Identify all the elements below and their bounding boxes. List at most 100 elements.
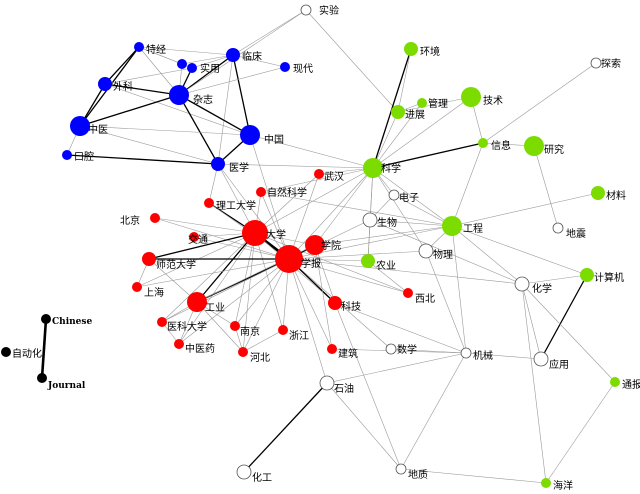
edge-tejing-waike (104, 46, 140, 85)
label-shiyan: 实验 (319, 4, 339, 17)
node-shifan[interactable] (142, 252, 156, 266)
node-xueyuan[interactable] (305, 235, 325, 255)
node-yanjiu[interactable] (524, 136, 544, 156)
edge-chinese-journal (40, 318, 48, 379)
node-linchuang[interactable] (226, 48, 240, 62)
node-zidonghua[interactable] (1, 347, 11, 357)
node-guanli[interactable] (417, 98, 427, 108)
node-dianzi[interactable] (388, 189, 400, 201)
node-tejing[interactable] (134, 42, 144, 52)
edge-yixue-daxue (217, 163, 256, 234)
node-ziran[interactable] (256, 187, 266, 197)
node-bluetop[interactable] (177, 59, 187, 69)
node-hebei[interactable] (238, 347, 248, 357)
node-wuhan[interactable] (314, 169, 324, 179)
node-kouqiang[interactable] (62, 150, 72, 160)
edge-xibei-daxue (254, 232, 409, 294)
node-jisuanji[interactable] (580, 268, 594, 282)
node-jixie[interactable] (460, 347, 472, 359)
node-shuxue[interactable] (385, 343, 397, 355)
edge-bluetop-tejing (138, 46, 183, 65)
label-xueyuan: 学院 (321, 239, 341, 252)
node-zhongyiyao[interactable] (174, 339, 184, 349)
edge-zhongyi-zhongguo (79, 125, 251, 136)
edge-daxue-zhejiang (254, 232, 284, 331)
edge-tejing-linchuang (138, 46, 234, 56)
edge-jishu-kexue (372, 96, 472, 169)
label-ziran: 自然科学 (267, 186, 307, 199)
edge-shiyou-xuebao (288, 258, 328, 384)
node-haiyang[interactable] (541, 478, 551, 488)
node-huagong[interactable] (236, 464, 252, 480)
node-nanjing[interactable] (230, 321, 240, 331)
label-cailiao: 材料 (606, 189, 626, 202)
label-zhongguo: 中国 (264, 133, 284, 146)
edge-kexue-daxue (254, 167, 374, 234)
label-xibei: 西北 (415, 293, 435, 305)
node-yike[interactable] (157, 317, 167, 327)
edge-huaxue-xuebao (288, 258, 523, 285)
node-gongcheng[interactable] (442, 216, 462, 236)
edge-tejing-zazhi (138, 46, 180, 96)
node-dizhi[interactable] (395, 463, 407, 475)
edge-wuli-jixie (425, 250, 467, 354)
label-xuebao: 学报 (301, 257, 321, 270)
node-shiyou[interactable] (319, 375, 335, 391)
node-dizhen[interactable] (552, 222, 564, 234)
node-shengwu[interactable] (362, 212, 378, 228)
node-zhongyi[interactable] (70, 116, 90, 136)
node-jiaotong[interactable] (189, 232, 199, 242)
edge-zhongguo-kexue (249, 134, 374, 169)
label-nongye: 农业 (376, 259, 396, 272)
node-yixue[interactable] (211, 157, 225, 171)
node-ligong[interactable] (204, 198, 214, 208)
node-chinese[interactable] (41, 314, 51, 324)
node-journal[interactable] (37, 373, 47, 383)
label-hebei: 河北 (250, 352, 270, 364)
edge-waike-zhongguo (104, 83, 251, 136)
node-tanso[interactable] (590, 57, 602, 69)
node-shanghai[interactable] (132, 282, 142, 292)
node-tongbao[interactable] (610, 377, 620, 387)
node-zhejiang[interactable] (278, 325, 288, 335)
node-gongye[interactable] (187, 292, 207, 312)
edge-xiandai-zazhi (178, 66, 286, 96)
node-xibei[interactable] (403, 288, 413, 298)
label-jianzhu: 建筑 (338, 347, 358, 360)
node-xuebao[interactable] (275, 245, 303, 273)
edge-linchuang-yixue (217, 54, 234, 165)
node-shiyan[interactable] (300, 4, 312, 16)
node-keji[interactable] (328, 296, 342, 310)
node-waike[interactable] (98, 77, 112, 91)
edge-gongcheng-jixie (451, 225, 467, 354)
node-beijing[interactable] (150, 213, 160, 223)
edge-kouqiang-yixue (66, 154, 219, 165)
node-kexue[interactable] (363, 158, 383, 178)
node-nongye[interactable] (361, 254, 375, 268)
node-shiyong[interactable] (187, 63, 197, 73)
edge-gongcheng-huaxue (451, 225, 523, 285)
edge-linchuang-shiyong (191, 54, 234, 69)
edge-xuebao-zhongyiyao (178, 258, 290, 345)
node-zazhi[interactable] (169, 85, 189, 105)
node-daxue[interactable] (242, 220, 268, 246)
node-xiandai[interactable] (280, 62, 290, 72)
nodes-layer (1, 4, 620, 488)
edge-shifan-gongye (148, 258, 198, 303)
node-zhongguo[interactable] (240, 125, 260, 145)
node-jishu[interactable] (461, 87, 481, 107)
node-yingyong[interactable] (533, 351, 549, 367)
label-tanso: 探索 (601, 57, 621, 70)
edge-daxue-shifan (148, 232, 256, 260)
edge-nongye-xibei (367, 260, 409, 294)
label-kexue: 科学 (381, 162, 401, 175)
node-huanjing[interactable] (404, 42, 418, 56)
node-jianzhu[interactable] (327, 344, 337, 354)
node-wuli[interactable] (418, 243, 434, 259)
node-jinzhan[interactable] (391, 105, 405, 119)
edge-zazhi-zhongguo (178, 94, 251, 136)
node-xinxi[interactable] (478, 138, 488, 148)
node-cailiao[interactable] (591, 186, 605, 200)
node-huaxue[interactable] (514, 276, 530, 292)
